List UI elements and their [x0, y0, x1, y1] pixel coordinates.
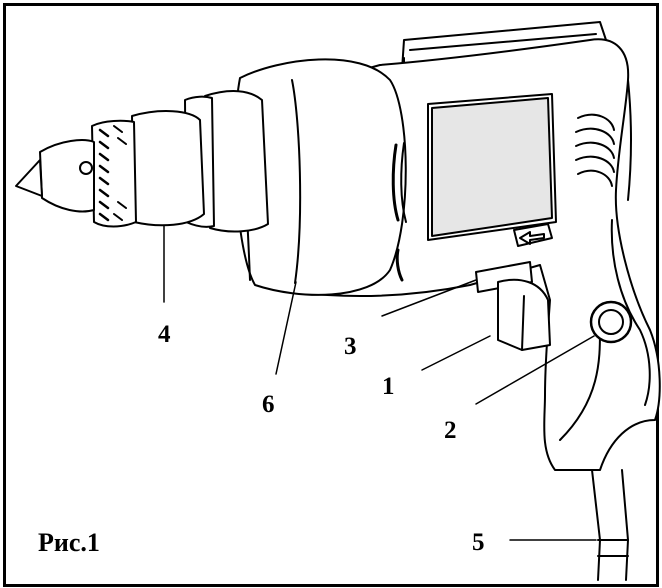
power-cord — [591, 469, 629, 581]
leader-line-1 — [421, 335, 491, 371]
label-window — [427, 93, 557, 241]
callout-1: 1 — [382, 373, 395, 400]
callout-5: 5 — [472, 529, 485, 556]
speed-knob — [589, 300, 633, 344]
direction-arrow — [513, 223, 553, 247]
leader-line-2 — [475, 335, 595, 405]
leader-line-3 — [381, 279, 477, 317]
callout-4: 4 — [158, 321, 171, 348]
trigger-switch — [475, 261, 551, 351]
leader-line-6 — [275, 281, 297, 375]
rear-vents — [575, 113, 615, 187]
keyless-chuck — [15, 110, 205, 228]
figure-border — [3, 3, 659, 587]
callout-6: 6 — [262, 391, 275, 418]
leader-lines — [163, 225, 597, 541]
barrel-vents — [391, 142, 407, 282]
callout-3: 3 — [344, 333, 357, 360]
callout-2: 2 — [444, 417, 457, 444]
figure-caption: Рис.1 — [38, 528, 100, 557]
